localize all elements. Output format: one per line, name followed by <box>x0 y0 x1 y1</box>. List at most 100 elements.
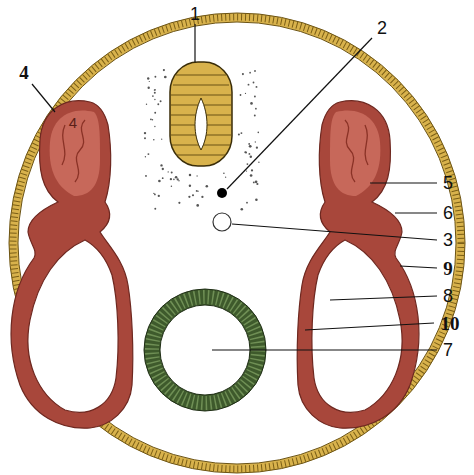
mesenchyme-dot <box>253 181 255 183</box>
mesenchyme-dot <box>196 204 199 207</box>
callout-number: 1 <box>190 5 200 23</box>
mesenchyme-dot <box>238 133 240 135</box>
mesenchyme-dot <box>251 169 253 171</box>
mesenchyme-dot <box>246 170 247 171</box>
mesenchyme-dot <box>162 168 164 170</box>
callout-number: 3 <box>443 231 453 249</box>
leader-lines <box>32 24 437 350</box>
mesenchyme-dot <box>152 119 154 121</box>
mesenchyme-dot <box>177 178 179 180</box>
mesenchyme-dot <box>225 177 226 178</box>
mesenchyme-dot <box>175 176 178 179</box>
callout-number: 6 <box>443 204 453 222</box>
mesenchyme-dot <box>255 141 256 142</box>
mesenchyme-dot <box>248 84 250 86</box>
mesenchyme-dot <box>242 73 244 75</box>
mesenchyme-dot <box>171 172 173 174</box>
mesenchyme-dot <box>258 161 259 162</box>
mesenchyme-dot <box>249 145 252 148</box>
mesenchyme-dot <box>146 104 147 105</box>
mesenchyme-dot <box>201 196 203 198</box>
callout-number: 8 <box>443 287 453 305</box>
mesenchyme-dot <box>154 92 156 94</box>
callout-number: 7 <box>443 341 453 359</box>
callout-number: 4 <box>69 115 77 130</box>
mesenchyme-dot <box>206 185 209 188</box>
mesenchyme-dot <box>158 180 161 183</box>
mesenchyme-dot <box>170 178 172 180</box>
mesenchyme-dot <box>250 174 253 177</box>
mesenchyme-dot <box>245 93 246 94</box>
mesenchyme-dot <box>192 194 194 196</box>
mesenchyme-dot <box>254 96 256 98</box>
black-dot <box>217 188 227 198</box>
mesenchyme-dot <box>147 153 149 155</box>
mesenchyme-dot <box>154 89 156 91</box>
mesenchyme-dot <box>254 70 256 72</box>
mesenchyme-dot <box>250 102 253 105</box>
mesenchyme-dot <box>254 115 256 117</box>
mesenchyme-dot <box>157 103 159 105</box>
mesenchyme-dot <box>223 172 225 174</box>
mesenchyme-dot <box>161 139 162 140</box>
mesenchyme-dot <box>247 163 249 165</box>
mesenchyme-dot <box>248 143 250 145</box>
mesenchyme-dot <box>154 194 156 196</box>
mesenchyme-dot <box>256 86 258 88</box>
mesenchyme-dot <box>255 180 258 183</box>
mesenchyme-dot <box>246 202 248 204</box>
mesenchyme-dot <box>244 151 246 153</box>
mesenchyme-dot <box>145 175 147 177</box>
mesenchyme-dot <box>250 155 252 157</box>
mesenchyme-dot <box>240 132 242 134</box>
mesenchyme-dot <box>245 152 247 154</box>
mesenchyme-dot <box>147 77 149 79</box>
callout-number: 9 <box>443 259 453 278</box>
mesenchyme-dot <box>160 164 162 166</box>
mesenchyme-dot <box>154 208 156 210</box>
mesenchyme-dot <box>149 81 150 82</box>
mesenchyme-dot <box>173 179 175 181</box>
mesenchyme-dot <box>197 191 198 192</box>
mesenchyme-dot <box>168 171 169 172</box>
mesenchyme-dot <box>258 132 260 134</box>
ectoderm <box>9 13 465 473</box>
mesenchyme-dot <box>144 132 146 134</box>
callout-number: 10 <box>441 314 460 333</box>
mesenchyme-dot <box>249 72 251 74</box>
mesoderm <box>297 101 419 429</box>
notochord <box>213 213 231 231</box>
mesenchyme-dot <box>152 95 154 97</box>
callout-number: 2 <box>377 19 387 37</box>
mesenchyme-dot <box>171 186 172 187</box>
mesenchyme-dot <box>150 118 152 120</box>
mesenchyme-dot <box>178 202 180 204</box>
mesenchyme-dot <box>189 174 191 176</box>
mesenchyme-dot <box>160 100 162 102</box>
mesenchyme-dot <box>153 139 155 141</box>
mesenchyme-dot <box>256 183 258 185</box>
mesenchyme-dot <box>255 108 257 110</box>
mesenchyme-dot <box>158 195 160 197</box>
callout-number: 5 <box>443 174 453 192</box>
mesenchyme-dot <box>154 112 156 114</box>
mesenchyme-dot <box>144 137 146 139</box>
mesenchyme-dot <box>253 82 255 84</box>
mesenchyme-dot <box>255 199 258 202</box>
mesenchyme-dot <box>145 156 146 157</box>
mesenchyme-dot <box>248 153 250 155</box>
mesenchyme-dot <box>178 180 179 181</box>
mesenchyme-dot <box>163 69 165 71</box>
callout-number: 4 <box>19 63 29 82</box>
mesenchyme-dot <box>154 89 155 90</box>
mesenchyme-dot <box>241 208 244 211</box>
mesenchyme-dot <box>154 99 155 100</box>
mesenchyme-dot <box>256 147 258 149</box>
mesenchyme-dot <box>196 190 198 192</box>
mesenchyme-dot <box>154 76 156 78</box>
mesenchyme-dot <box>164 76 167 79</box>
mesenchyme-dot <box>188 196 190 198</box>
mesenchyme-dot <box>162 177 164 179</box>
